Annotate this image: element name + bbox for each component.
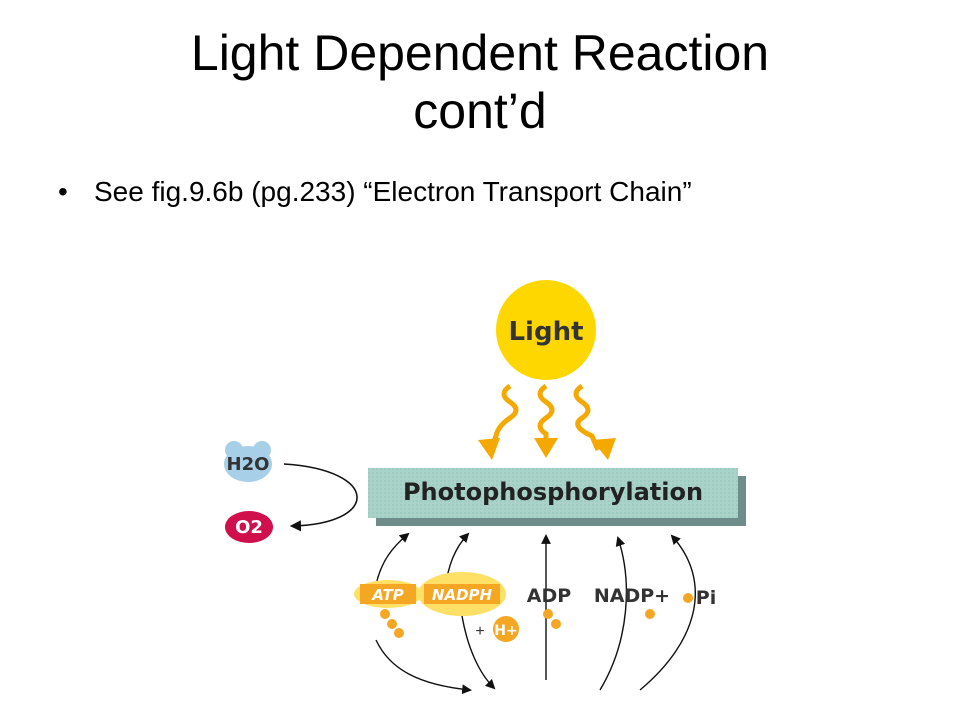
light-circle: Light xyxy=(496,280,596,380)
atp-label: ATP xyxy=(371,586,403,604)
oxygen-molecule: O2 xyxy=(225,511,273,543)
title-line-2: cont’d xyxy=(413,83,547,139)
adp-label: ADP xyxy=(527,585,571,607)
title-line-1: Light Dependent Reaction xyxy=(190,25,770,81)
phosphate-dot xyxy=(394,628,404,638)
pi-molecule: Pi xyxy=(683,587,716,609)
nadph-label: NADPH xyxy=(432,586,493,604)
curved-arrow-pi xyxy=(639,534,696,691)
curved-arrow-nadph-down xyxy=(461,615,496,690)
wavy-arrow-center xyxy=(534,383,558,458)
nadph-molecule: NADPH xyxy=(418,572,506,616)
water-to-oxygen-arrow xyxy=(283,463,358,532)
o2-label: O2 xyxy=(235,517,263,538)
nadp-plus-label: NADP+ xyxy=(594,585,670,607)
bullet-item: • See fig.9.6b (pg.233) “Electron Transpo… xyxy=(58,175,692,209)
phosphate-dot xyxy=(551,619,561,629)
slide-title: Light Dependent Reaction cont’d xyxy=(0,24,960,140)
bullet-dot: • xyxy=(58,176,68,207)
plus-sign: + xyxy=(475,623,484,640)
phosphate-dot xyxy=(380,609,390,619)
adp-molecule: ADP xyxy=(527,585,571,629)
wavy-arrow-left xyxy=(478,383,519,460)
wavy-arrow-right xyxy=(573,383,616,460)
water-molecule: H2O xyxy=(224,441,272,482)
phosphate-dot xyxy=(387,619,397,629)
light-label: Light xyxy=(508,317,583,347)
photophosphorylation-label: Photophosphorylation xyxy=(403,478,703,506)
curved-arrow-atp-down xyxy=(375,639,472,695)
h-plus-label: H+ xyxy=(494,623,517,639)
phosphate-dot xyxy=(543,609,553,619)
atp-molecule: ATP xyxy=(354,580,422,638)
hydrogen-ion: H+ xyxy=(493,616,519,642)
phosphate-dot xyxy=(683,593,693,603)
curved-arrow-nadp xyxy=(599,536,628,691)
h2o-label: H2O xyxy=(227,454,270,475)
bullet-text: See fig.9.6b (pg.233) “Electron Transpor… xyxy=(94,176,692,207)
phosphate-dot xyxy=(645,609,655,619)
pi-label: Pi xyxy=(696,587,716,609)
photophosphorylation-box: Photophosphorylation xyxy=(368,468,746,526)
